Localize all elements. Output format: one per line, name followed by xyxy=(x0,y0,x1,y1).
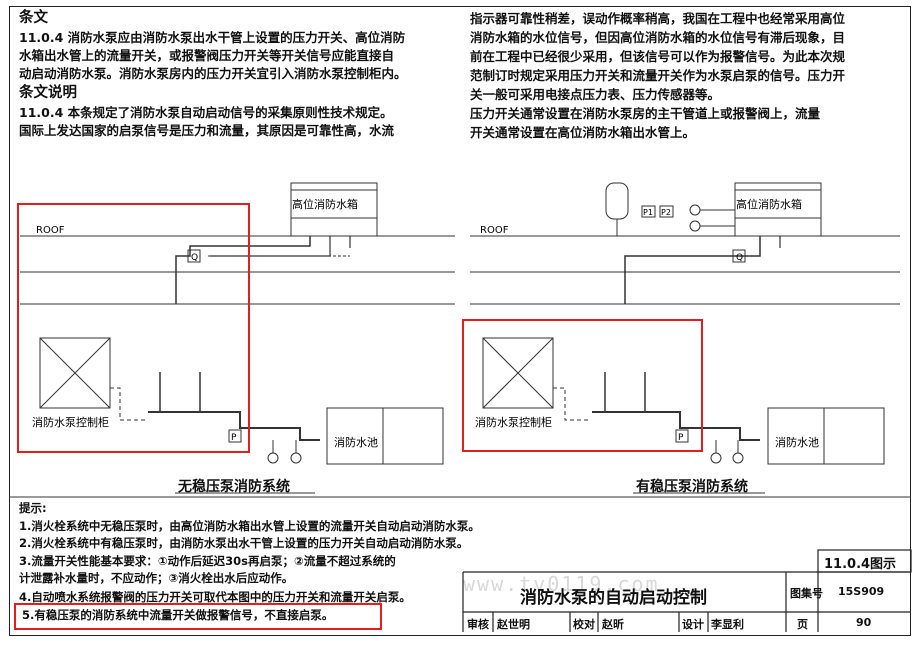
explanation-line: 消防水箱的水位信号，但因高位消防水箱的水位信号有滞后现象，目 xyxy=(470,30,846,45)
watermark: www.tv0119.com xyxy=(463,572,660,596)
explanation-line: 压力开关通常设置在消防水泵房的主干管道上或报警阀上，流量 xyxy=(470,106,821,121)
tank-label: 高位消防水箱 xyxy=(736,197,802,211)
design-label: 设计 xyxy=(682,618,704,631)
clause-heading: 条文 xyxy=(19,10,48,26)
checker-name: 赵昕 xyxy=(602,618,624,631)
explanation-heading: 条文说明 xyxy=(19,85,77,101)
explanation-line: 关一般可采用电接点压力表、压力传感器等。 xyxy=(470,87,721,102)
pressure-switch-label: P xyxy=(231,433,237,443)
section-tag: 11.0.4图示 xyxy=(824,557,897,572)
review-label: 审核 xyxy=(467,618,489,631)
check-label: 校对 xyxy=(573,618,595,631)
highlight-box xyxy=(14,603,382,630)
page-number: 90 xyxy=(856,616,872,629)
note-item: 3.流量开关性能基本要求：①动作后延迟30s再启泵；②流量不超过系统的 xyxy=(19,554,396,568)
right-diagram-title: 有稳压泵消防系统 xyxy=(636,479,748,495)
p1-label: P1 xyxy=(643,208,653,217)
flow-switch-icon xyxy=(187,249,201,263)
clause-line: 水箱出水管上的流量开关，或报警阀压力开关等开关信号应能直接自 xyxy=(19,48,395,63)
left-diagram-title: 无稳压泵消防系统 xyxy=(178,479,290,495)
explanation-line: 国际上发达国家的启泵信号是压力和流量，其原因是可靠性高，水流 xyxy=(19,123,395,138)
page-label: 页 xyxy=(797,618,808,631)
flow-switch-label: Q xyxy=(736,253,743,263)
explanation-line: 前在工程中已经很少采用，但该信号可以作为报警信号。为此本次规 xyxy=(470,49,846,64)
reviewer-name: 赵世明 xyxy=(497,618,530,631)
roof-label: ROOF xyxy=(480,225,509,236)
note-item: 2.消火栓系统中有稳压泵时，由消防水泵出水干管上设置的压力开关自动启动消防水泵。 xyxy=(19,536,469,550)
explanation-line: 范制订时规定采用压力开关和流量开关作为水泵启泵的信号。压力开 xyxy=(470,68,846,83)
roof-label: ROOF xyxy=(36,225,65,236)
notes-heading: 提示: xyxy=(19,501,47,515)
clause-line: 动启动消防水泵。消防水泵房内的压力开关宜引入消防水泵控制柜内。 xyxy=(19,66,407,81)
tank-label: 高位消防水箱 xyxy=(292,197,358,211)
note-item: 5.有稳压泵的消防系统中流量开关做报警信号，不直接启泵。 xyxy=(22,608,334,622)
pool-label: 消防水池 xyxy=(334,435,378,449)
explanation-line: 指示器可靠性稍差，误动作概率稍高，我国在工程中也经常采用高位 xyxy=(470,11,846,26)
pool-label: 消防水池 xyxy=(775,435,819,449)
explanation-line: 开关通常设置在高位消防水箱出水管上。 xyxy=(470,125,696,140)
note-item: 1.消火栓系统中无稳压泵时，由高位消防水箱出水管上设置的流量开关自动启动消防水泵… xyxy=(19,519,480,533)
note-item: 4.自动喷水系统报警阀的压力开关可取代本图中的压力开关和流量开关启泵。 xyxy=(19,590,411,604)
pressure-switch-label: P xyxy=(678,433,684,443)
flow-switch-label: Q xyxy=(191,253,198,263)
cabinet-label: 消防水泵控制柜 xyxy=(32,415,109,429)
note-item: 计泄露补水量时，不应动作；③消火栓出水后应动作。 xyxy=(19,571,294,585)
highlight-box xyxy=(462,319,703,452)
clause-line: 11.0.4 消防水泵应由消防水泵出水干管上设置的压力开关、高位消防 xyxy=(19,30,406,45)
atlas-label: 图集号 xyxy=(790,587,823,600)
atlas-number: 15S909 xyxy=(838,585,885,598)
p2-label: P2 xyxy=(661,208,671,217)
highlight-box xyxy=(17,203,250,453)
explanation-line: 11.0.4 本条规定了消防水泵自动启动信号的采集原则性技术规定。 xyxy=(19,105,393,120)
designer-name: 李显利 xyxy=(711,618,744,631)
drawing-title: 消防水泵的自动启动控制 xyxy=(520,588,707,608)
cabinet-label: 消防水泵控制柜 xyxy=(475,415,552,429)
drawing-frame xyxy=(9,6,911,636)
